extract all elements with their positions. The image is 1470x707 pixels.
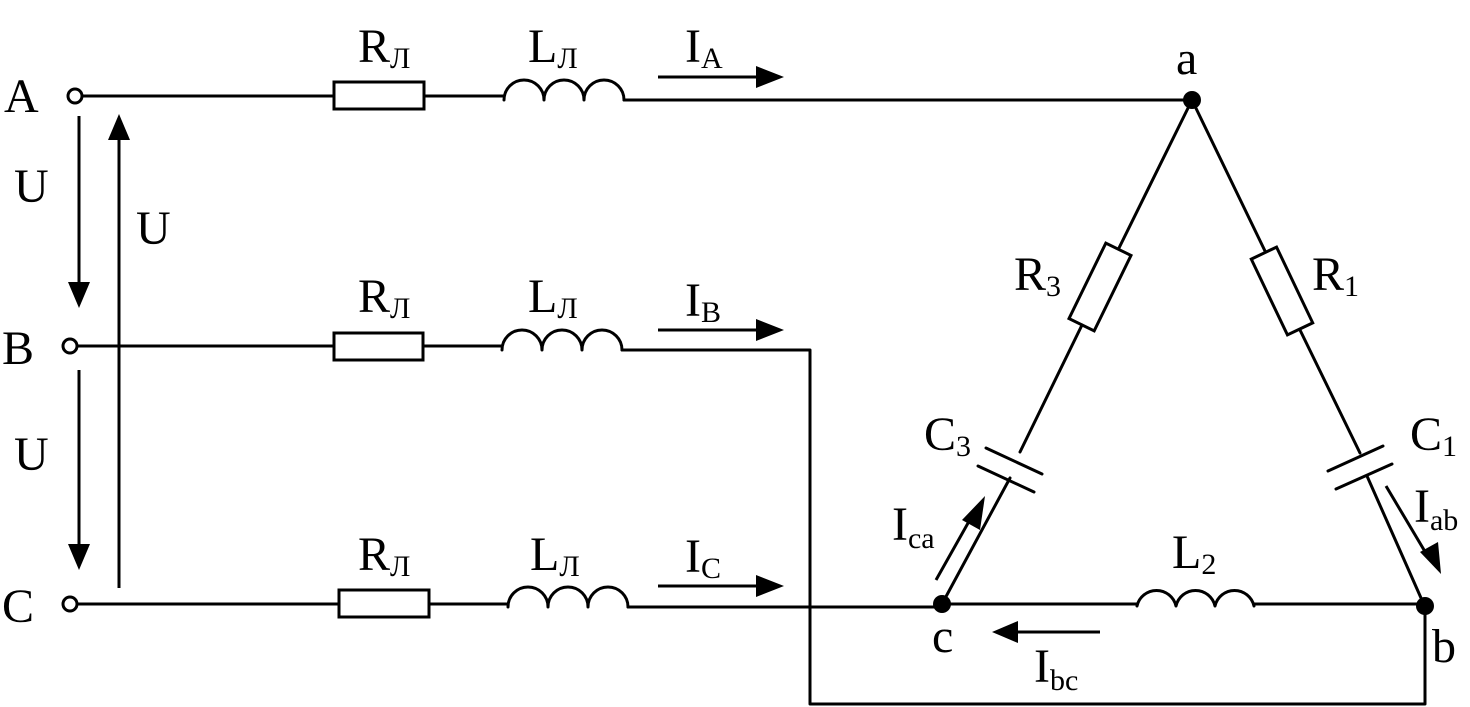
line-a-inductor [502, 78, 626, 102]
c3-plate-2 [976, 464, 1036, 494]
branch-ab-wire-2 [1298, 328, 1362, 455]
line-b-resistor [332, 331, 425, 362]
c1-label: C1 [1410, 408, 1457, 463]
branch-ca-wire-3 [940, 476, 1012, 606]
voltage-arrow-ca-head [108, 114, 130, 140]
current-label-bc: Ibc [1034, 640, 1078, 697]
voltage-label-ab: U [14, 160, 49, 213]
current-label-ca: Ica [892, 498, 935, 555]
current-label-a: IA [685, 20, 723, 75]
c1-plate-2 [1334, 462, 1394, 491]
r1-label: R1 [1312, 248, 1359, 303]
l2-label: L2 [1172, 526, 1216, 581]
voltage-arrow-bc-head [68, 544, 90, 570]
current-arrow-ca-head [962, 496, 985, 530]
voltage-label-ca: U [136, 202, 171, 255]
current-arrow-ca [934, 515, 974, 581]
terminal-b-label: B [2, 322, 34, 375]
node-c [933, 595, 951, 613]
voltage-label-bc: U [14, 428, 49, 481]
line-b-inductor-label: LЛ [528, 270, 578, 325]
line-c-resistor [337, 588, 431, 619]
line-c-inductor-label: LЛ [530, 528, 580, 583]
line-a-resistor-label: RЛ [358, 20, 410, 75]
terminal-c-label: C [2, 580, 34, 633]
c3-label: C3 [924, 408, 971, 463]
current-arrow-bc-head [992, 621, 1018, 643]
current-label-c: IC [685, 530, 721, 585]
node-b [1416, 597, 1434, 615]
l2-inductor [1135, 589, 1256, 608]
current-arrow-a-head [756, 66, 784, 88]
line-c-resistor-label: RЛ [358, 528, 410, 583]
branch-ab-wire-1 [1190, 98, 1267, 253]
node-a-label: a [1176, 32, 1197, 85]
line-b-inductor [500, 328, 624, 352]
line-c-inductor [506, 585, 630, 609]
line-b-wire-3 [620, 348, 1427, 706]
terminal-a [66, 87, 84, 105]
branch-ca-wire-1 [1116, 98, 1194, 252]
node-b-label: b [1432, 620, 1456, 673]
terminal-b [61, 337, 79, 355]
current-arrow-c-head [756, 575, 784, 597]
current-label-b: IB [685, 274, 721, 329]
r3-resistor [1066, 241, 1134, 333]
voltage-arrow-ab-head [68, 282, 90, 308]
line-b-resistor-label: RЛ [358, 270, 410, 325]
branch-ca-wire-2 [1018, 323, 1084, 454]
current-arrow-b-head [756, 319, 784, 341]
terminal-a-label: A [4, 70, 39, 123]
current-arrow-ab-head [1420, 542, 1441, 574]
current-label-ab: Iab [1414, 480, 1458, 537]
current-arrow-ab [1384, 485, 1432, 561]
line-a-inductor-label: LЛ [528, 20, 578, 75]
c1-plate-1 [1326, 444, 1385, 473]
line-a-resistor [332, 80, 426, 111]
terminal-c [61, 595, 79, 613]
node-c-label: c [932, 610, 953, 663]
branch-ab-wire-3 [1365, 474, 1427, 609]
r1-resistor [1249, 245, 1315, 337]
node-a [1183, 91, 1201, 109]
c3-plate-1 [984, 446, 1044, 476]
r3-label: R3 [1014, 248, 1061, 303]
